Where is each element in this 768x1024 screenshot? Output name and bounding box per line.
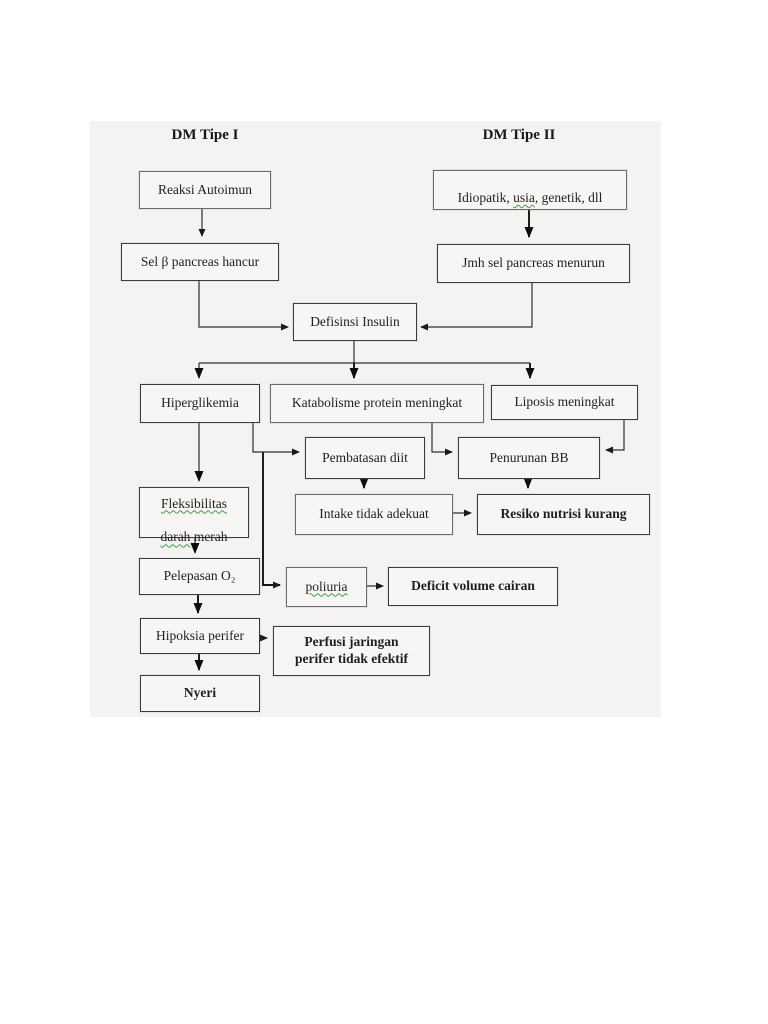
node-hipoksia-perifer: Hipoksia perifer [140,618,260,654]
node-nyeri: Nyeri [140,675,260,712]
fleksibilitas-line2-squiggled: darah [160,529,191,545]
node-hiperglikemia: Hiperglikemia [140,384,260,423]
node-intake-tidak-adekuat: Intake tidak adekuat [295,494,453,535]
idiopatik-text-post: , genetik, dll [534,190,603,205]
column-title-dm-tipe-1: DM Tipe I [171,127,239,143]
node-defisinsi-insulin: Defisinsi Insulin [293,303,417,341]
node-penurunan-bb: Penurunan BB [458,437,600,479]
fleksibilitas-line1: Fleksibilitas [160,495,227,511]
node-jmh-sel-pancreas-menurun: Jmh sel pancreas menurun [437,244,630,283]
node-katabolisme-protein-meningkat: Katabolisme protein meningkat [270,384,484,423]
node-perfusi-jaringan-perifer-tidak-efektif: Perfusi jaringan perifer tidak efektif [273,626,430,676]
column-title-dm-tipe-2: DM Tipe II [482,127,556,143]
node-fleksibilitas-darah-merah: Fleksibilitas darah merah [139,487,249,544]
idiopatik-text-squiggled: usia [513,190,535,205]
node-deficit-volume-cairan: Deficit volume cairan [388,567,558,606]
node-poliuria: poliuria [286,567,367,607]
node-sel-beta-pancreas-hancur: Sel β pancreas hancur [121,243,279,281]
node-pembatasan-diit: Pembatasan diit [305,437,425,479]
fleksibilitas-line2-rest: merah [190,529,228,545]
node-reaksi-autoimun: Reaksi Autoimun [139,171,271,209]
node-liposis-meningkat: Liposis meningkat [491,385,638,420]
idiopatik-text-pre: Idiopatik, [457,190,514,205]
node-idiopatik-usia-genetik: Idiopatik, usia, genetik, dll [433,170,627,210]
node-pelepasan-o2: Pelepasan O₂ [139,558,260,595]
node-resiko-nutrisi-kurang: Resiko nutrisi kurang [477,494,650,535]
